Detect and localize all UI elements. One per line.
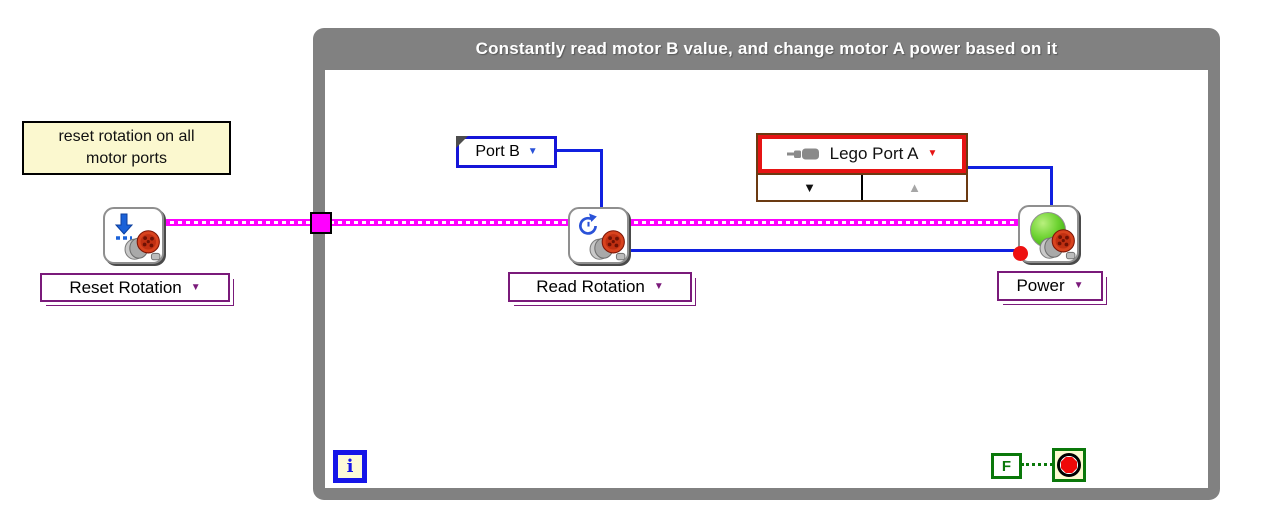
comment-line-1: reset rotation on all [58,128,195,146]
loop-title: Constantly read motor B value, and chang… [475,39,1058,58]
reset-rotation-label: Reset Rotation [69,277,182,297]
port-a-wire-vertical[interactable] [1050,166,1053,208]
up-arrow-icon: ▲ [908,180,921,195]
decrement-button[interactable]: ▼ [758,175,863,200]
port-b-wire-horizontal[interactable] [556,149,603,152]
lego-port-a-value: Lego Port A [829,144,919,163]
lego-port-a-control[interactable]: Lego Port A ▼ ▼ ▲ [756,133,968,202]
dropdown-arrow-icon[interactable]: ▼ [927,148,938,159]
iteration-label: i [346,455,354,477]
port-a-wire-horizontal[interactable] [966,166,1053,169]
false-boolean-constant[interactable]: F [991,453,1022,479]
false-constant-value: F [1001,457,1012,475]
loop-condition-terminal[interactable] [1052,448,1086,482]
power-node[interactable] [1013,205,1079,263]
input-dot-icon [1013,246,1028,261]
power-selector[interactable]: Power ▼ [997,271,1103,301]
lego-port-a-display[interactable]: Lego Port A ▼ [758,135,966,173]
motor-icon [124,228,162,262]
port-b-constant[interactable]: Port B ▼ [456,136,557,168]
label-fold-icon [456,136,468,148]
port-b-wire-vertical[interactable] [600,149,603,209]
dropdown-arrow-icon[interactable]: ▼ [1073,280,1084,291]
lego-port-a-spinner: ▼ ▲ [758,173,966,200]
stop-sign-icon [1057,453,1081,477]
power-label: Power [1016,276,1065,295]
iteration-terminal[interactable]: i [333,450,367,483]
increment-button[interactable]: ▲ [863,175,966,200]
rotation-value-wire[interactable] [629,249,1020,252]
stop-condition-wire[interactable] [1021,463,1053,466]
motor-icon [1039,227,1077,261]
dropdown-arrow-icon[interactable]: ▼ [653,281,664,292]
read-rotation-selector[interactable]: Read Rotation ▼ [508,272,692,302]
reset-rotation-node[interactable] [103,207,164,264]
port-b-value: Port B [475,143,520,160]
down-arrow-icon: ▼ [803,180,816,195]
comment-box[interactable]: reset rotation on all motor ports [22,121,231,175]
read-rotation-node[interactable] [568,207,629,264]
plug-icon [787,148,821,160]
read-rotation-label: Read Rotation [536,277,645,296]
motor-icon [589,228,627,262]
comment-line-2: motor ports [86,150,167,167]
dropdown-arrow-icon[interactable]: ▼ [190,281,201,293]
reset-rotation-selector[interactable]: Reset Rotation ▼ [40,273,230,302]
dropdown-arrow-icon[interactable]: ▼ [527,146,538,157]
loop-tunnel[interactable] [310,212,332,234]
while-loop-frame[interactable]: Constantly read motor B value, and chang… [313,28,1220,500]
